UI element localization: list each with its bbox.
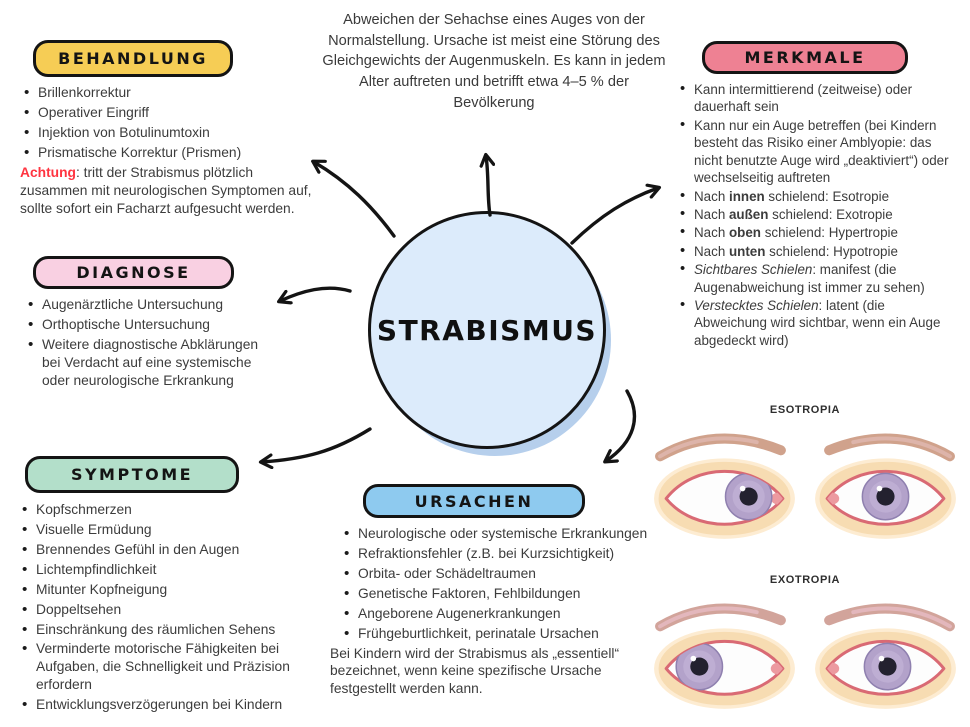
- esotropia-left-eye: [654, 433, 795, 539]
- ursachen-footer: Bei Kindern wird der Strabismus als „ess…: [330, 645, 620, 697]
- exotropia-figure: EXOTROPIA: [644, 574, 966, 727]
- list-item: Nach oben schielend: Hypertropie: [676, 223, 958, 243]
- list-item: Nach unten schielend: Hypotropie: [676, 242, 958, 262]
- arrow-to-ursachen: [606, 389, 637, 461]
- merkmale-title: MERKMALE: [744, 48, 866, 67]
- list-item: Orthoptische Untersuchung: [24, 315, 262, 335]
- arrow-to-behandlung: [314, 162, 396, 238]
- definition-text: Abweichen der Sehachse eines Auges von d…: [322, 12, 666, 111]
- exotropia-eyes-illustration: [654, 603, 956, 709]
- symptome-items: KopfschmerzenVisuelle ErmüdungBrennendes…: [18, 500, 290, 715]
- list-item: Nach außen schielend: Exotropie: [676, 205, 958, 225]
- exotropia-left-eye: [654, 603, 795, 709]
- list-item: Lichtempfindlichkeit: [18, 560, 290, 580]
- diagnose-items: Augenärztliche UntersuchungOrthoptische …: [24, 295, 262, 390]
- esotropia-figure: ESOTROPIA: [644, 404, 966, 557]
- behandlung-list: BrillenkorrekturOperativer EingriffInjek…: [20, 82, 320, 217]
- list-item: Doppeltsehen: [18, 600, 290, 620]
- merkmale-header: MERKMALE: [702, 41, 908, 74]
- merkmale-items: Kann intermittierend (zeitweise) oder da…: [676, 80, 958, 349]
- list-item: Brennendes Gefühl in den Augen: [18, 540, 290, 560]
- central-node: STRABISMUS: [368, 211, 606, 449]
- list-item: Frühgeburtlichkeit, perinatale Ursachen: [340, 624, 670, 644]
- ursachen-items: Neurologische oder systemische Erkrankun…: [340, 524, 670, 644]
- warning-label: Achtung: [20, 164, 76, 180]
- list-item: Entwicklungsverzögerungen bei Kindern: [18, 695, 290, 715]
- list-item: Mitunter Kopfneigung: [18, 580, 290, 600]
- arrow-to-symptome: [262, 427, 372, 462]
- exotropia-label: EXOTROPIA: [769, 574, 841, 586]
- list-item: Orbita- oder Schädeltraumen: [340, 564, 670, 584]
- merkmale-list: Kann intermittierend (zeitweise) oder da…: [676, 80, 958, 350]
- behandlung-title: BEHANDLUNG: [58, 49, 208, 68]
- list-item: Nach innen schielend: Esotropie: [676, 187, 958, 207]
- symptome-list: KopfschmerzenVisuelle ErmüdungBrennendes…: [18, 499, 290, 716]
- behandlung-warning: Achtung: tritt der Strabismus plötzlich …: [20, 164, 320, 218]
- list-item: Augenärztliche Untersuchung: [24, 295, 262, 315]
- arrow-to-definition: [486, 156, 490, 217]
- behandlung-header: BEHANDLUNG: [33, 40, 233, 77]
- esotropia-right-eye: [815, 433, 956, 539]
- list-item: Kopfschmerzen: [18, 500, 290, 520]
- list-item: Brillenkorrektur: [20, 83, 320, 103]
- behandlung-items: BrillenkorrekturOperativer EingriffInjek…: [20, 83, 320, 163]
- central-node-label: STRABISMUS: [376, 313, 598, 347]
- ursachen-header: URSACHEN: [363, 484, 585, 518]
- list-item: Operativer Eingriff: [20, 103, 320, 123]
- list-item: Verminderte motorische Fähigkeiten bei A…: [18, 639, 290, 694]
- list-item: Sichtbares Schielen: manifest (die Augen…: [676, 260, 958, 296]
- list-item: Kann intermittierend (zeitweise) oder da…: [676, 80, 958, 116]
- list-item: Angeborene Augenerkrankungen: [340, 604, 670, 624]
- list-item: Prismatische Korrektur (Prismen): [20, 143, 320, 163]
- list-item: Einschränkung des räumlichen Sehens: [18, 620, 290, 640]
- diagnose-title: DIAGNOSE: [76, 263, 191, 282]
- list-item: Verstecktes Schielen: latent (die Abweic…: [676, 296, 958, 349]
- ursachen-title: URSACHEN: [414, 491, 534, 511]
- arrow-to-diagnose: [280, 286, 352, 301]
- esotropia-label: ESOTROPIA: [769, 404, 841, 416]
- ursachen-list: Neurologische oder systemische Erkrankun…: [330, 523, 670, 698]
- list-item: Visuelle Ermüdung: [18, 520, 290, 540]
- warning-text: : tritt der Strabismus plötzlich zusamme…: [20, 164, 312, 216]
- symptome-title: SYMPTOME: [70, 465, 194, 484]
- list-item: Genetische Faktoren, Fehlbildungen: [340, 584, 670, 604]
- diagnose-header: DIAGNOSE: [33, 256, 234, 289]
- exotropia-right-eye: [815, 603, 956, 709]
- esotropia-eyes-illustration: [654, 433, 956, 539]
- list-item: Refraktionsfehler (z.B. bei Kurzsichtigk…: [340, 544, 670, 564]
- diagnose-list: Augenärztliche UntersuchungOrthoptische …: [24, 294, 262, 392]
- symptome-header: SYMPTOME: [25, 456, 239, 493]
- list-item: Weitere diagnostische Abklärungen bei Ve…: [24, 335, 262, 390]
- list-item: Injektion von Botulinumtoxin: [20, 123, 320, 143]
- arrow-to-merkmale: [570, 188, 658, 245]
- list-item: Kann nur ein Auge betreffen (bei Kindern…: [676, 116, 958, 187]
- list-item: Neurologische oder systemische Erkrankun…: [340, 524, 670, 544]
